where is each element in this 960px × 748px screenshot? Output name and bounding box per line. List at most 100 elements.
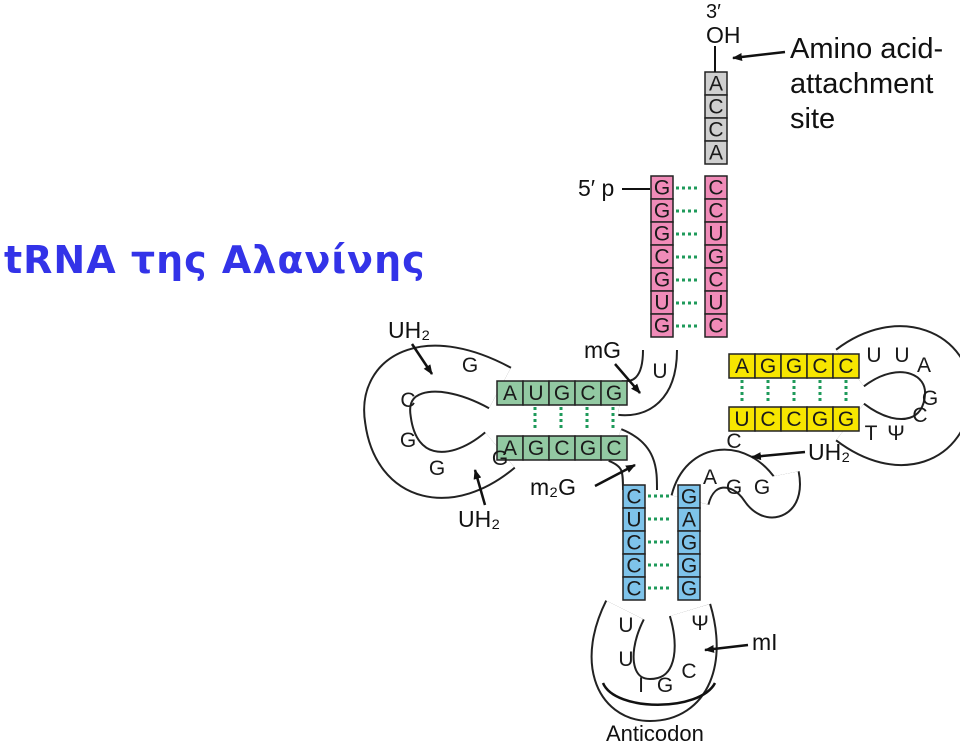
uh2-right-arrow — [751, 450, 806, 461]
mi-arrow — [704, 643, 749, 653]
svg-text:G: G — [838, 408, 854, 431]
svg-text:C: C — [626, 486, 641, 509]
uh2-top-arrow — [410, 343, 434, 375]
svg-text:A: A — [709, 73, 723, 96]
d-loop-nt-2: G — [429, 457, 445, 480]
m2g-arrow — [594, 463, 636, 488]
svg-text:G: G — [654, 315, 670, 338]
svg-text:G: G — [654, 269, 670, 292]
anticodon-label: Anticodon — [606, 721, 704, 746]
svg-text:G: G — [786, 355, 802, 378]
d-stem-bottom-nt-0: A — [496, 435, 524, 461]
d-loop-nt-1: C — [400, 389, 415, 412]
svg-text:A: A — [682, 509, 696, 532]
svg-text:C: C — [554, 437, 569, 460]
acceptor-5-nt-5: U — [650, 290, 674, 315]
uh2-top-label: UH₂ — [388, 317, 430, 343]
d-stem-bottom-nt-2: C — [548, 435, 576, 461]
acceptor-5-nt-0: G — [650, 175, 674, 200]
amino-label-line-1: Amino acid- — [790, 33, 943, 65]
anticodon-stem-5-nt-0: C — [622, 484, 646, 509]
t-stem-bottom-nt-1: C — [754, 406, 782, 432]
svg-text:A: A — [709, 142, 723, 165]
anticodon-loop-nt-0: U — [618, 614, 633, 637]
oh-label: OH — [706, 22, 741, 48]
anticodon-stem-5-nt-4: C — [622, 576, 646, 601]
t-stem-top-nt-0: A — [728, 353, 756, 379]
anticodon-loop-nt-3: G — [657, 674, 673, 697]
t-loop-nt-2: A — [917, 354, 931, 377]
svg-text:C: C — [812, 355, 827, 378]
svg-text:C: C — [626, 555, 641, 578]
uh2-bottom-label: UH₂ — [458, 506, 500, 532]
t-loop-nt-6: Ψ — [887, 422, 905, 445]
d-loop-nt-3: G — [462, 354, 478, 377]
svg-text:A: A — [735, 355, 749, 378]
annotations: 3′ OH Amino acid- attachment site 5′ p m… — [388, 1, 943, 746]
acceptor-3-nt-0: C — [704, 175, 728, 200]
svg-text:C: C — [838, 355, 853, 378]
svg-text:C: C — [606, 437, 621, 460]
svg-text:U: U — [528, 382, 543, 405]
anticodon-stem-5-nt-1: U — [622, 507, 646, 532]
t-stem-top-nt-2: G — [780, 353, 808, 379]
variable-nt-2: G — [754, 476, 770, 499]
t-loop-nt-4: C — [912, 404, 927, 427]
svg-text:C: C — [654, 246, 669, 269]
anticodon-loop-ring-fill — [592, 601, 716, 721]
anticodon-stem-3-nt-2: G — [677, 530, 701, 555]
svg-text:U: U — [626, 509, 641, 532]
mg-arrow — [614, 363, 641, 394]
t-stem-top-nt-4: C — [832, 353, 860, 379]
svg-text:C: C — [708, 119, 723, 142]
acceptor-3-nt-4: C — [704, 267, 728, 292]
svg-text:U: U — [708, 223, 723, 246]
t-loop-nt-0: U — [866, 344, 881, 367]
svg-text:G: G — [760, 355, 776, 378]
d-stem-top-nt-2: G — [548, 380, 576, 406]
anticodon-stem-5-nt-2: C — [622, 530, 646, 555]
acceptor-5-nt-6: G — [650, 313, 674, 338]
variable-nt-1: G — [726, 476, 742, 499]
t-stem-bottom-nt-4: G — [832, 406, 860, 432]
acceptor-5-nt-2: G — [650, 221, 674, 246]
acceptor-3-nt-3: G — [704, 244, 728, 269]
svg-text:C: C — [708, 200, 723, 223]
d-loop-nt-0: G — [400, 429, 416, 452]
svg-text:G: G — [580, 437, 596, 460]
svg-text:G: G — [554, 382, 570, 405]
d-stem-bottom-nt-4: C — [600, 435, 628, 461]
svg-text:G: G — [708, 246, 724, 269]
d-stem-top-nt-1: U — [522, 380, 550, 406]
anticodon-stem-3-nt-4: G — [677, 576, 701, 601]
t-stem-bottom-nt-3: G — [806, 406, 834, 432]
svg-text:C: C — [708, 96, 723, 119]
anticodon-loop-nt-1: U — [618, 648, 633, 671]
d-loop-nt-4: G — [492, 447, 508, 470]
t-stem-top-nt-1: G — [754, 353, 782, 379]
variable-region-ring-fill — [672, 450, 799, 516]
acceptor-3-nt-2: U — [704, 221, 728, 246]
acceptor-tail-nt-0: A — [704, 71, 728, 96]
acceptor-5-nt-4: G — [650, 267, 674, 292]
amino-site-arrow — [732, 50, 786, 61]
svg-text:C: C — [708, 269, 723, 292]
amino-label-line-2: attachment — [790, 68, 933, 100]
svg-text:G: G — [681, 578, 697, 601]
t-stem-top-nt-3: C — [806, 353, 834, 379]
acceptor-3-nt-6: C — [704, 313, 728, 338]
d-stem-bottom-nt-1: G — [522, 435, 550, 461]
page-title: tRNA της Αλανίνης — [4, 238, 426, 282]
anticodon-loop-nt-2: I — [638, 674, 644, 697]
svg-text:U: U — [654, 292, 669, 315]
anticodon-loop-nt-5: Ψ — [691, 612, 709, 635]
svg-text:G: G — [528, 437, 544, 460]
d-stem-top-nt-4: G — [600, 380, 628, 406]
svg-text:G: G — [681, 532, 697, 555]
amino-label-line-3: site — [790, 103, 835, 135]
svg-text:G: G — [681, 486, 697, 509]
t-loop-nt-1: U — [894, 344, 909, 367]
svg-text:U: U — [708, 292, 723, 315]
